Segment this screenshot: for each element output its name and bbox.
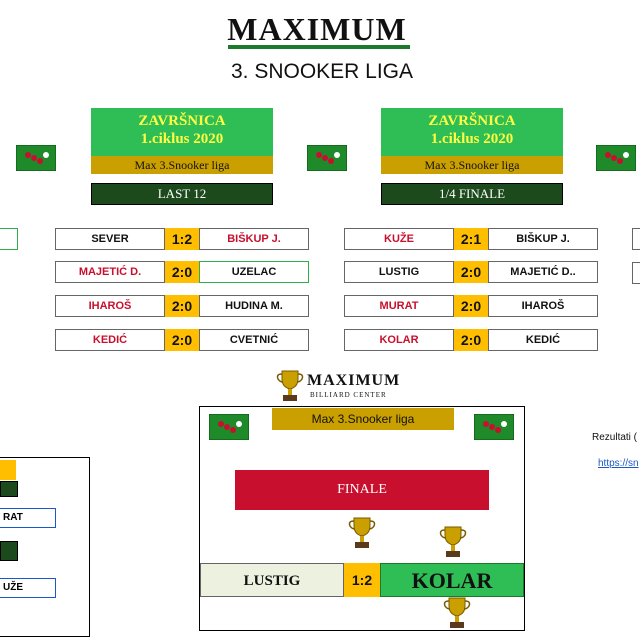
panel-league: Max 3.Snooker liga	[381, 156, 563, 174]
final-league: Max 3.Snooker liga	[272, 408, 454, 430]
player-name: HUDINA M.	[199, 295, 309, 317]
match-score: 2:1	[454, 228, 488, 250]
player-name: KUŽE	[344, 228, 454, 250]
player-name: KOLAR	[344, 329, 454, 351]
trophy-icon	[348, 517, 376, 548]
trophy-icon	[439, 526, 467, 557]
player-name: MAJETIĆ D..	[488, 261, 598, 283]
snooker-table-icon	[307, 145, 347, 171]
snooker-table-icon	[16, 145, 56, 171]
last12-panel: ZAVRŠNICA 1.ciklus 2020 Max 3.Snooker li…	[91, 108, 273, 174]
snooker-table-icon	[596, 145, 636, 171]
player-name: BIŠKUP J.	[199, 228, 309, 250]
round-last12: LAST 12	[91, 183, 273, 205]
edge-box-right	[632, 228, 640, 250]
final-player-1: LUSTIG	[200, 563, 344, 597]
player-name: BIŠKUP J.	[488, 228, 598, 250]
final-score: 1:2	[344, 563, 380, 597]
match-score: 2:0	[165, 295, 199, 317]
round-quarter: 1/4 FINALE	[381, 183, 563, 205]
edge-box-left	[0, 228, 18, 250]
match-score: 1:2	[165, 228, 199, 250]
player-name: KEDIĆ	[488, 329, 598, 351]
panel-league: Max 3.Snooker liga	[91, 156, 273, 174]
left-bracket-frame	[0, 457, 90, 637]
player-name: CVETNIĆ	[199, 329, 309, 351]
left-round-fragment	[0, 481, 18, 497]
match-score: 2:0	[454, 295, 488, 317]
panel-cycle: 1.ciklus 2020	[140, 131, 224, 147]
player-name: MURAT	[344, 295, 454, 317]
player-name: KEDIĆ	[55, 329, 165, 351]
match-score: 2:0	[165, 261, 199, 283]
results-link[interactable]: https://sn	[598, 458, 639, 469]
header-logo: MAXIMUM	[227, 11, 407, 47]
logo-underline	[228, 45, 410, 49]
final-label: FINALE	[235, 470, 489, 510]
match-score: 2:0	[454, 329, 488, 351]
player-name: UZELAC	[199, 261, 309, 283]
trophy-icon	[443, 597, 471, 628]
player-name: IHAROŠ	[55, 295, 165, 317]
header-subtitle: 3. SNOOKER LIGA	[230, 60, 414, 83]
center-logo: MAXIMUM	[307, 372, 401, 389]
left-name-fragment: RAT	[0, 508, 56, 528]
snooker-table-icon	[474, 414, 514, 440]
match-score: 2:0	[165, 329, 199, 351]
results-note: Rezultati (	[592, 432, 638, 443]
player-name: SEVER	[55, 228, 165, 250]
edge-box-right	[632, 262, 640, 284]
left-round-fragment	[0, 541, 18, 561]
center-logo-sub: BILLIARD CENTER	[310, 391, 387, 399]
panel-title: ZAVRŠNICA	[428, 113, 516, 129]
player-name: MAJETIĆ D.	[55, 261, 165, 283]
left-score-fragment	[0, 460, 16, 480]
player-name: LUSTIG	[344, 261, 454, 283]
left-name-fragment: UŽE	[0, 578, 56, 598]
player-name: IHAROŠ	[488, 295, 598, 317]
final-player-2: KOLAR	[380, 563, 524, 597]
quarter-panel: ZAVRŠNICA 1.ciklus 2020 Max 3.Snooker li…	[381, 108, 563, 174]
match-score: 2:0	[454, 261, 488, 283]
trophy-icon	[276, 370, 304, 401]
panel-cycle: 1.ciklus 2020	[430, 131, 514, 147]
snooker-table-icon	[209, 414, 249, 440]
panel-title: ZAVRŠNICA	[138, 113, 226, 129]
